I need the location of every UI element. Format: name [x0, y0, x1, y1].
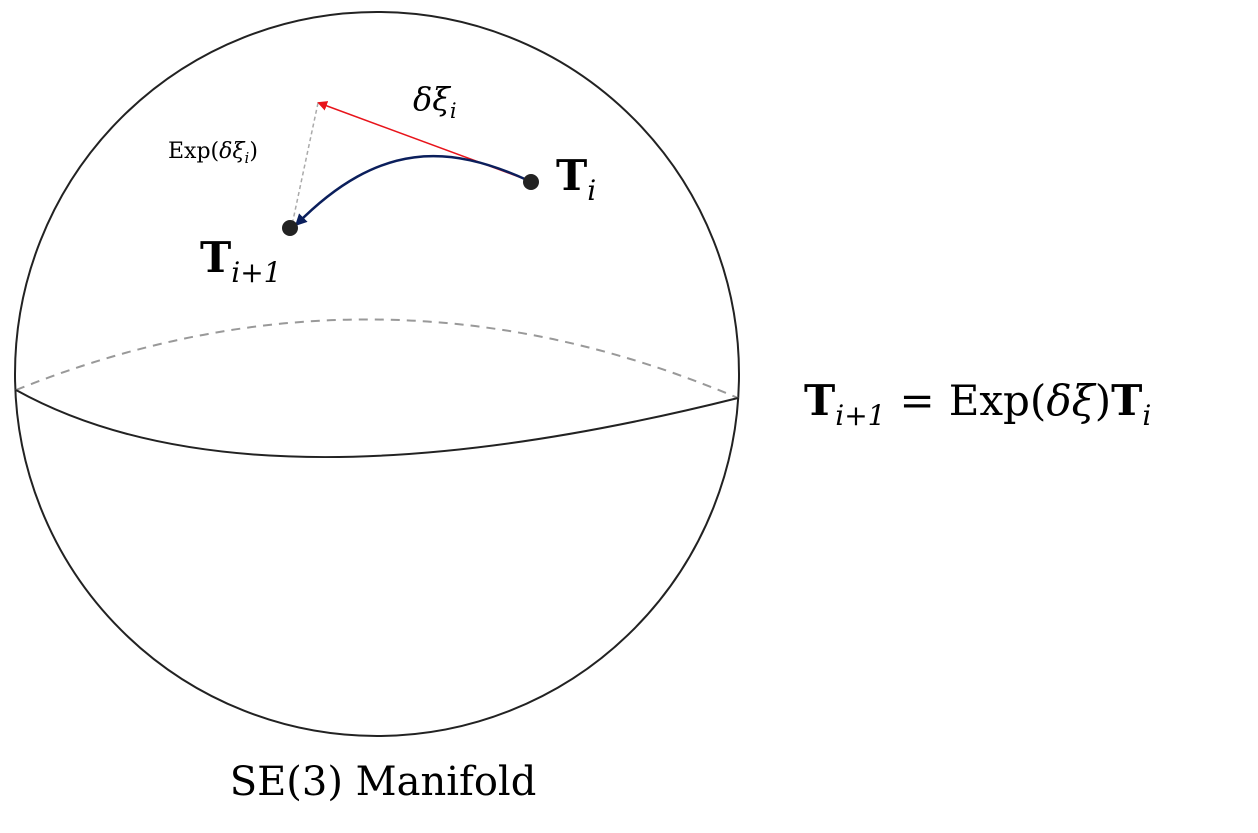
caption-se3-manifold: SE(3) Manifold	[230, 759, 537, 805]
point-t-i-plus-1	[282, 220, 298, 236]
label-delta-xi: δξi	[413, 80, 457, 123]
label-t-i-plus-1: Ti+1	[200, 233, 282, 289]
equator-back-dashed	[15, 318, 739, 399]
geodesic-curve-arrow	[294, 154, 528, 227]
equator-front	[15, 389, 739, 458]
equation-update: Ti+1=Exp(δξ)Ti	[804, 376, 1151, 432]
point-t-i	[523, 174, 539, 190]
label-t-i: Ti	[556, 151, 596, 207]
label-exp-delta-xi: Exp(δξi)	[168, 139, 258, 167]
sphere-outline	[14, 11, 740, 737]
